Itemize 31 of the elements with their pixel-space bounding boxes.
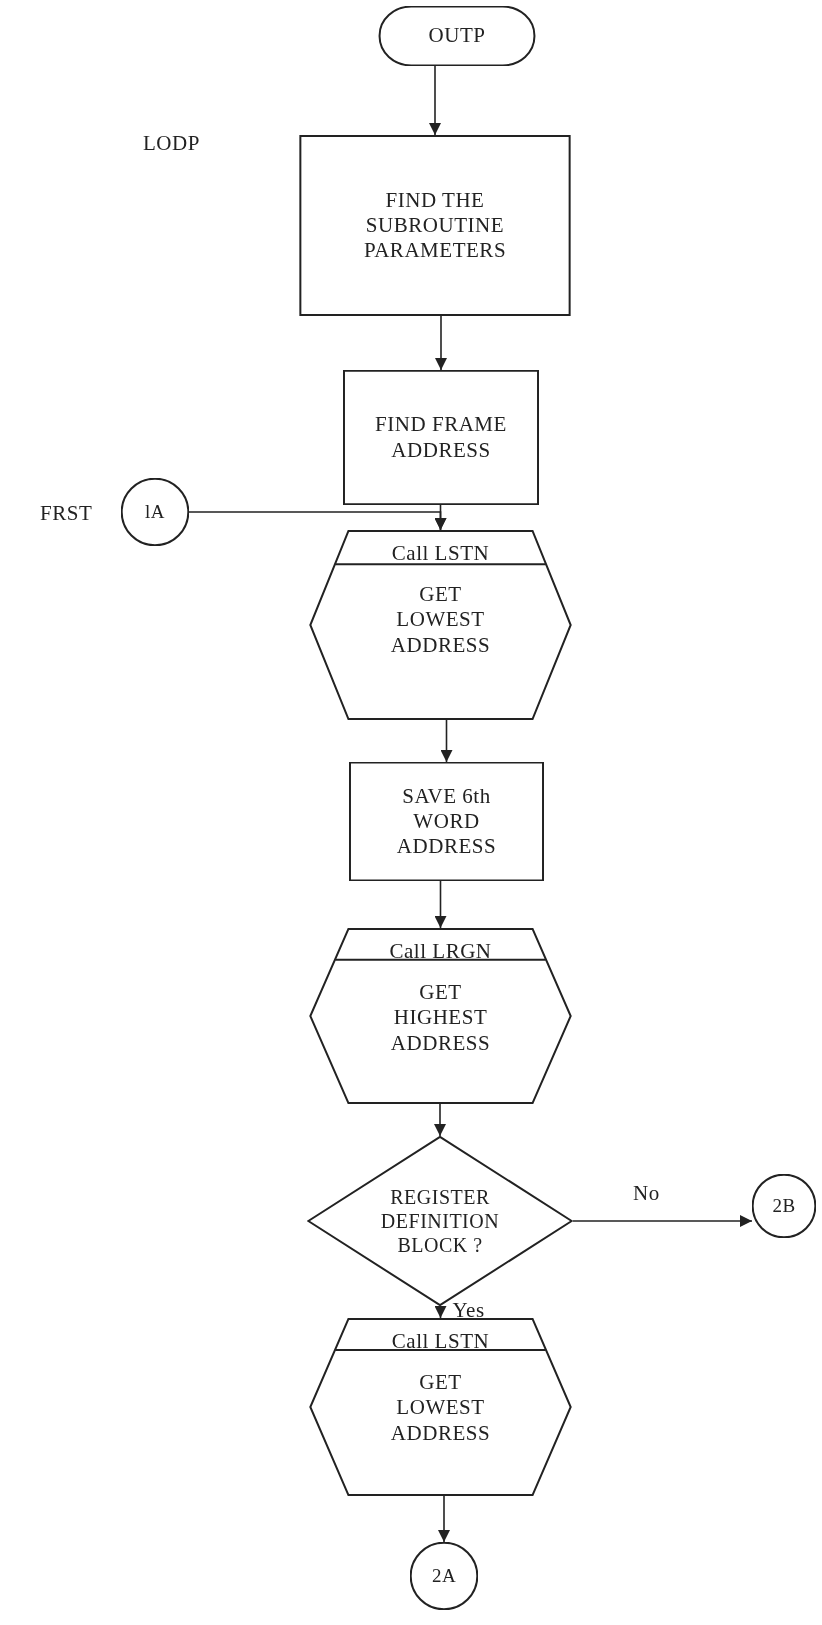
arrow — [434, 880, 447, 929]
routine-label: FRST — [40, 500, 93, 527]
node-text: OUTP — [428, 23, 486, 49]
arrow — [435, 315, 447, 371]
node-text: 2A — [431, 1564, 457, 1588]
routine-label: LODP — [143, 130, 200, 157]
subroutine-name: Call LSTN — [391, 540, 490, 567]
arrow — [434, 1305, 447, 1319]
subroutine-name: Call LRGN — [389, 938, 492, 965]
node-text: FIND THE SUBROUTINE PARAMETERS — [362, 187, 508, 264]
node-text: GET HIGHEST ADDRESS — [389, 980, 492, 1056]
node-text: REGISTER DEFINITION BLOCK ? — [379, 1185, 501, 1257]
subroutine-hexagon — [309, 928, 572, 1104]
node-text: GET LOWEST ADDRESS — [389, 1370, 492, 1446]
arrow — [440, 719, 453, 763]
arrow — [434, 1103, 446, 1137]
node-text: GET LOWEST ADDRESS — [389, 582, 492, 658]
arrow — [429, 65, 441, 136]
process-box — [349, 762, 544, 881]
node-text: lA — [145, 500, 165, 524]
process-box — [299, 135, 571, 316]
arrow — [188, 511, 447, 531]
node-text: FIND FRAME ADDRESS — [374, 412, 508, 463]
process-box — [343, 370, 539, 505]
subroutine-name: Call LSTN — [391, 1328, 490, 1355]
subroutine-hexagon — [309, 530, 572, 720]
node-text: SAVE 6th WORD ADDRESS — [395, 783, 498, 860]
arrow — [438, 1495, 450, 1543]
arrow — [572, 1215, 753, 1227]
node-text: 2B — [772, 1194, 796, 1218]
subroutine-hexagon — [309, 1318, 572, 1496]
